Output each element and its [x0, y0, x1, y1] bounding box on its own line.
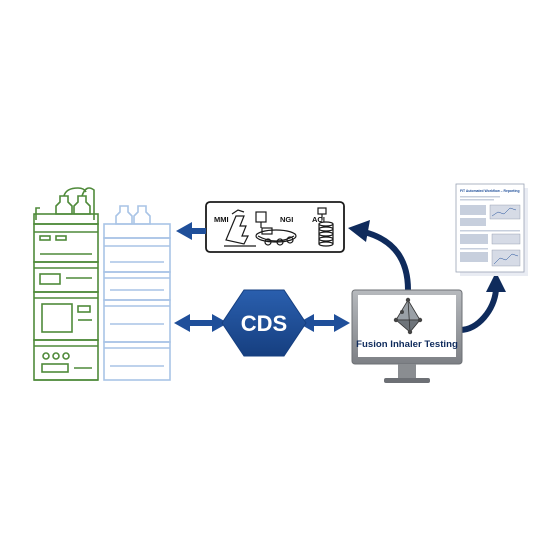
green-lc-instrument-stack [33, 187, 99, 381]
fusion-crystal-logo-icon [393, 297, 423, 335]
arrow-instruments-cds-bidirectional [174, 314, 228, 332]
report-chart-icon [491, 207, 519, 265]
monitor-neck [398, 364, 416, 378]
blue-bottle-tray [103, 223, 171, 239]
report-document: FIT Automated Workflow – Reporting [455, 183, 528, 276]
report-title: FIT Automated Workflow – Reporting [460, 189, 520, 193]
arrow-impactors-to-instruments [176, 222, 206, 240]
arrow-software-to-impactors [348, 220, 411, 291]
blue-module-1 [103, 237, 171, 273]
mmi-apparatus-icon [224, 209, 256, 247]
green-solvent-bottles [35, 187, 95, 220]
arrow-software-to-report [459, 272, 506, 333]
blue-module-4 [103, 341, 171, 381]
report-content-placeholder [460, 196, 521, 267]
impactors-frame [205, 201, 345, 253]
aci-apparatus-icon [317, 207, 334, 247]
light-blue-lc-instrument-stack [103, 205, 171, 381]
green-module-degasser [33, 223, 99, 263]
software-title: Fusion Inhaler Testing [356, 339, 458, 350]
blue-module-2 [103, 271, 171, 301]
software-monitor: Fusion Inhaler Testing [351, 289, 463, 383]
cds-hexagon [221, 289, 307, 357]
impactors-box: MMI NGI ACI [205, 201, 345, 253]
impactor-label-mmi: MMI [214, 215, 229, 224]
blue-solvent-bottles [115, 205, 151, 225]
cds-label: CDS [241, 311, 287, 336]
green-module-pump [33, 261, 99, 293]
ngi-apparatus-icon [255, 211, 297, 246]
green-bottle-tray [33, 213, 99, 225]
impactor-label-ngi: NGI [280, 215, 293, 224]
cds-hub: CDS [221, 289, 307, 357]
impactor-label-aci: ACI [312, 215, 325, 224]
monitor-base [384, 378, 430, 383]
